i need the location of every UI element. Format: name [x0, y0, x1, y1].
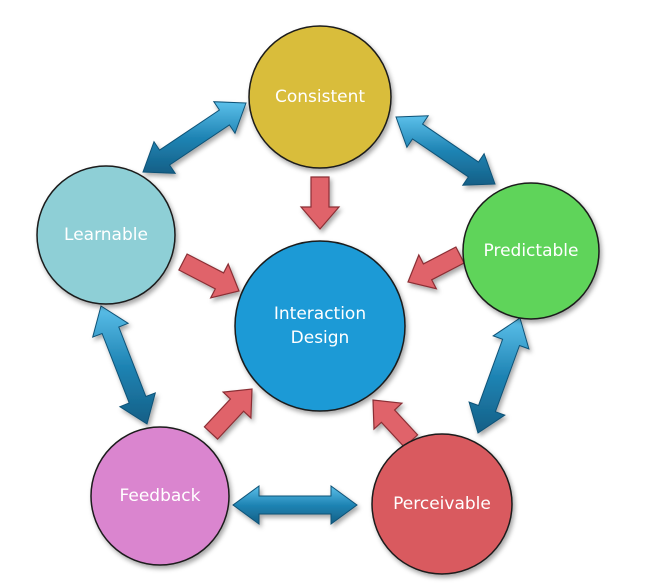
- node-perceivable: Perceivable: [371, 433, 513, 575]
- link-arrow-consistent-learnable: [142, 101, 247, 174]
- predictable-label: Predictable: [484, 241, 579, 261]
- perceivable-circle: [371, 433, 513, 575]
- link-arrow-feedback-learnable: [91, 305, 157, 425]
- feedback-circle: [90, 426, 230, 566]
- learnable-label: Learnable: [64, 225, 148, 245]
- learnable-circle: [36, 165, 176, 305]
- influence-arrow-consistent: [299, 176, 341, 230]
- influence-arrow-feedback: [203, 388, 253, 440]
- interaction-design-label: Design: [291, 328, 350, 348]
- link-arrows: [91, 101, 530, 525]
- link-arrow-perceivable-feedback: [232, 485, 358, 525]
- node-predictable: Predictable: [462, 182, 600, 320]
- node-feedback: Feedback: [90, 426, 230, 566]
- influence-arrows: [178, 176, 465, 448]
- interaction-design-label: Interaction: [274, 304, 366, 324]
- node-learnable: Learnable: [36, 165, 176, 305]
- influence-arrow-learnable: [178, 253, 240, 299]
- perceivable-label: Perceivable: [393, 494, 491, 514]
- node-consistent: Consistent: [248, 25, 392, 169]
- link-arrow-consistent-predictable: [395, 115, 496, 186]
- link-arrow-predictable-perceivable: [468, 317, 530, 434]
- influence-arrow-perceivable: [372, 399, 419, 448]
- consistent-label: Consistent: [275, 87, 365, 107]
- feedback-label: Feedback: [120, 486, 201, 506]
- consistent-circle: [248, 25, 392, 169]
- interaction-design-circle: [234, 240, 406, 412]
- influence-arrow-predictable: [407, 246, 465, 290]
- predictable-circle: [462, 182, 600, 320]
